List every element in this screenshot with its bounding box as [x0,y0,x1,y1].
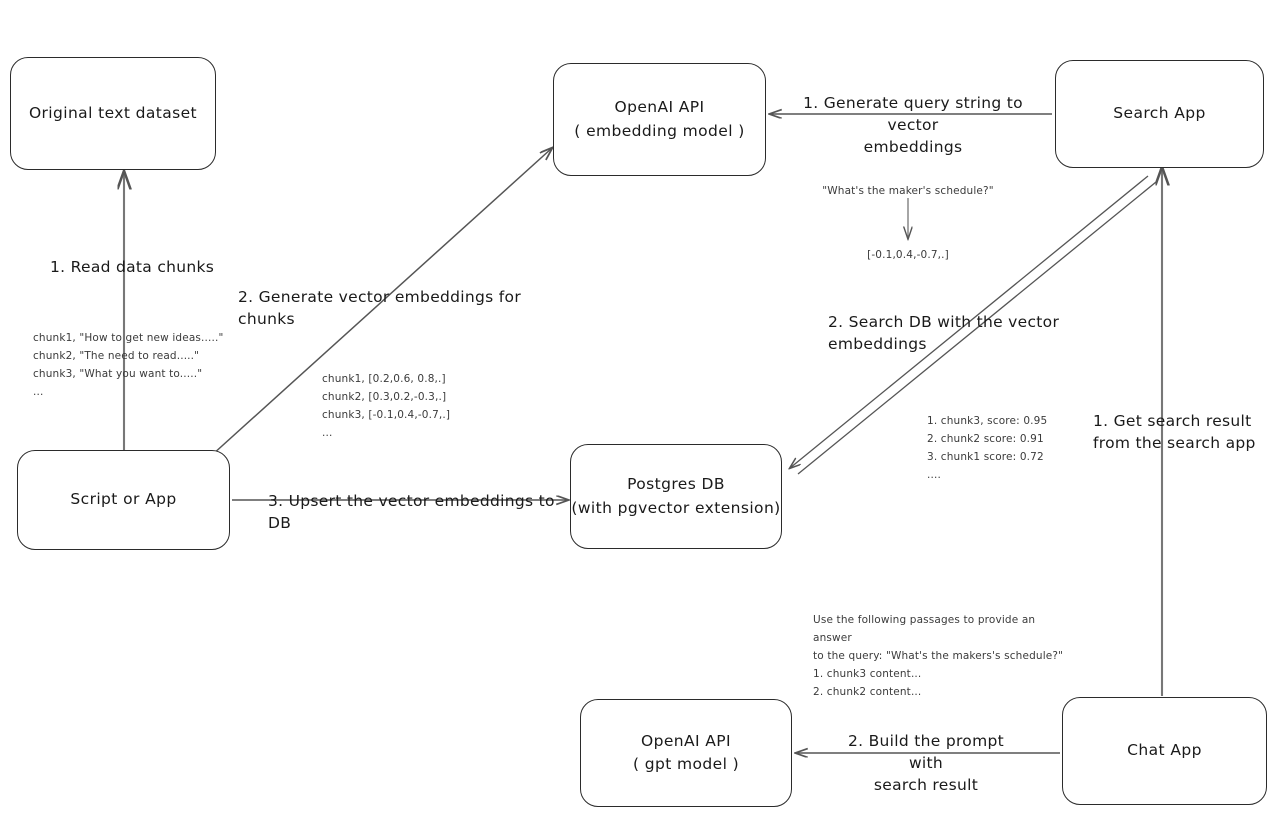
node-script-or-app[interactable]: Script or App [17,450,230,550]
node-label-line2: ( gpt model ) [632,755,740,773]
node-label-line2: ( embedding model ) [574,121,745,140]
label-generate-query-string: 1. Generate query string to vector embed… [803,94,1023,156]
label-generate-vector-embeddings: 2. Generate vector embeddings for chunks [238,288,521,328]
node-search-app[interactable]: Search App [1055,60,1264,168]
node-openai-embedding-api[interactable]: OpenAI API ( embedding model ) [553,63,766,176]
node-chat-app[interactable]: Chat App [1062,697,1267,805]
label-get-search-result: 1. Get search result from the search app [1093,412,1256,452]
note-prompt-text: Use the following passages to provide an… [813,614,1064,699]
note-query-text: "What's the maker's schedule?" [822,185,994,197]
node-label: Script or App [70,490,177,509]
node-label: Chat App [1127,741,1202,760]
note-search-results: 1. chunk3, score: 0.95 2. chunk2 score: … [927,415,1048,482]
note-chunk-embeddings: chunk1, [0.2,0.6, 0.8,.] chunk2, [0.3,0.… [322,373,451,440]
node-label-line2: (with pgvector extension) [571,498,781,517]
label-build-prompt: 2. Build the prompt with search result [848,732,1004,794]
node-label-line1: OpenAI API [614,98,705,117]
label-upsert-to-db: 3. Upsert the vector embeddings to DB [268,492,555,532]
note-query-embedding: [-0.1,0.4,-0.7,.] [867,249,949,261]
node-label-line1: Postgres DB [627,475,725,494]
node-label: Search App [1113,104,1206,123]
label-read-data-chunks: 1. Read data chunks [50,258,215,276]
node-postgres-db[interactable]: Postgres DB (with pgvector extension) [570,444,782,549]
node-openai-gpt-api[interactable]: OpenAI API ( gpt model ) [580,699,792,807]
node-label-line1: OpenAI API [640,731,732,750]
label-search-db: 2. Search DB with the vector embeddings [828,313,1060,353]
node-label: Original text dataset [28,103,198,122]
note-source-chunks: chunk1, "How to get new ideas....." chun… [33,332,224,399]
node-original-text-dataset[interactable]: Original text dataset [10,57,216,170]
